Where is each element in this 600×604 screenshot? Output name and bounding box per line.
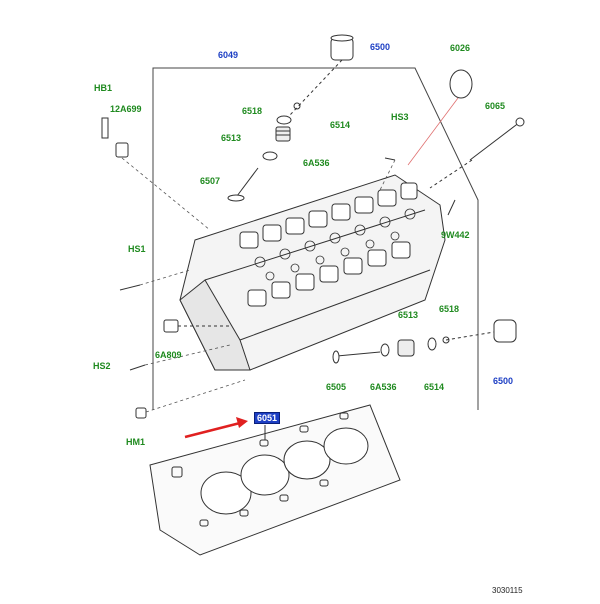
label-hs3: HS3 xyxy=(391,112,409,122)
figure-number: 3030115 xyxy=(492,586,523,595)
label-hs1: HS1 xyxy=(128,244,146,254)
camshaft-bearings-upper xyxy=(239,182,418,249)
label-6513-top: 6513 xyxy=(221,133,242,143)
valve-train-lower xyxy=(163,319,517,364)
label-6518-bot: 6518 xyxy=(439,304,460,314)
label-6049: 6049 xyxy=(218,50,239,60)
plug-leader-red xyxy=(407,97,459,166)
assembly-frame xyxy=(152,67,479,410)
label-hb1: HB1 xyxy=(94,83,113,93)
highlight-arrow xyxy=(184,417,248,439)
label-6518-top: 6518 xyxy=(242,106,263,116)
assembly-leader-lines xyxy=(121,157,396,413)
label-hm1: HM1 xyxy=(126,437,146,447)
label-6051-selected[interactable]: 6051 xyxy=(254,412,281,424)
label-6a809: 6A809 xyxy=(155,350,182,360)
label-6500-bot: 6500 xyxy=(493,376,514,386)
label-12a699: 12A699 xyxy=(110,104,142,114)
label-6065: 6065 xyxy=(485,101,506,111)
label-6507: 6507 xyxy=(200,176,221,186)
label-6514-top: 6514 xyxy=(330,120,351,130)
label-6a536-bot: 6A536 xyxy=(370,382,397,392)
label-6514-bot: 6514 xyxy=(424,382,445,392)
label-9w442: 9W442 xyxy=(441,230,470,240)
label-6026: 6026 xyxy=(450,43,471,53)
label-6500-top: 6500 xyxy=(370,42,391,52)
valve-train-upper xyxy=(227,34,354,202)
label-6513-bot: 6513 xyxy=(398,310,419,320)
head-gasket xyxy=(149,404,401,556)
valve-pockets xyxy=(254,208,416,281)
label-hs2: HS2 xyxy=(93,361,111,371)
label-6505: 6505 xyxy=(326,382,347,392)
cylinder-head xyxy=(179,174,446,371)
camshaft-bearings-lower xyxy=(247,241,411,307)
label-6a536-top: 6A536 xyxy=(303,158,330,168)
fasteners xyxy=(101,69,525,419)
